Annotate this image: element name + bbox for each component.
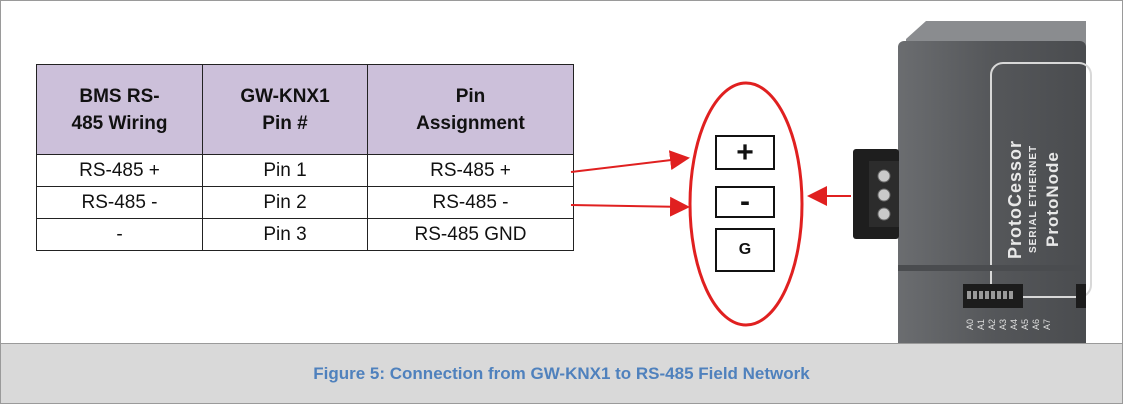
- table-header-row: BMS RS- 485 Wiring GW-KNX1 Pin # Pin Ass…: [36, 64, 574, 155]
- device-label-panel: [990, 62, 1092, 298]
- table-row: RS-485 - Pin 2 RS-485 -: [36, 186, 574, 219]
- figure-caption: Figure 5: Connection from GW-KNX1 to RS-…: [313, 363, 810, 383]
- terminal-ground: G: [715, 228, 775, 272]
- device-terminal-block: [853, 149, 899, 239]
- dip-label: A2: [987, 319, 997, 331]
- cell-bms-wiring: -: [36, 218, 203, 251]
- terminal-minus: -: [715, 185, 775, 218]
- protonode-device: [898, 21, 1092, 343]
- dip-switch-2: [1076, 284, 1086, 308]
- terminal-plus: +: [715, 135, 775, 170]
- device-subtitle-label: SERIAL ETHERNET: [1028, 144, 1039, 254]
- table-row: - Pin 3 RS-485 GND: [36, 218, 574, 251]
- pin-assignment-table: BMS RS- 485 Wiring GW-KNX1 Pin # Pin Ass…: [36, 64, 574, 251]
- device-seam: [898, 265, 1086, 271]
- caption-bar: Figure 5: Connection from GW-KNX1 to RS-…: [1, 343, 1122, 403]
- dip-label: A7: [1042, 319, 1052, 331]
- dip-label: A0: [965, 319, 975, 331]
- highlight-ellipse: [688, 81, 804, 327]
- terminal-screw-3: [877, 207, 891, 221]
- dip-label: A6: [1031, 319, 1041, 331]
- dip-label: A5: [1020, 319, 1030, 331]
- dip-switch-levers: [967, 291, 1013, 299]
- dip-label: A1: [976, 319, 986, 331]
- device-model-label: ProtoNode: [1043, 151, 1062, 247]
- device-brand-label: ProtoCessor: [1005, 139, 1025, 259]
- cell-bms-wiring: RS-485 +: [36, 154, 203, 187]
- cell-pin-assignment: RS-485 -: [367, 186, 574, 219]
- cell-bms-wiring: RS-485 -: [36, 186, 203, 219]
- dip-switch-labels: A0 A1 A2 A3 A4 A5 A6 A7: [965, 319, 1052, 331]
- wire-arrow-plus: [570, 150, 690, 173]
- table-row: RS-485 + Pin 1 RS-485 +: [36, 154, 574, 187]
- wiring-diagram: [570, 21, 1092, 343]
- terminal-screw-1: [877, 169, 891, 183]
- terminal-screw-2: [877, 188, 891, 202]
- wire-arrow-minus: [570, 196, 690, 217]
- header-bms-wiring: BMS RS- 485 Wiring: [36, 64, 203, 155]
- cell-gw-pin: Pin 3: [202, 218, 368, 251]
- cell-pin-assignment: RS-485 GND: [367, 218, 574, 251]
- dip-label: A4: [1009, 319, 1019, 331]
- dip-label: A3: [998, 319, 1008, 331]
- header-gw-pin: GW-KNX1 Pin #: [202, 64, 368, 155]
- cell-pin-assignment: RS-485 +: [367, 154, 574, 187]
- cell-gw-pin: Pin 1: [202, 154, 368, 187]
